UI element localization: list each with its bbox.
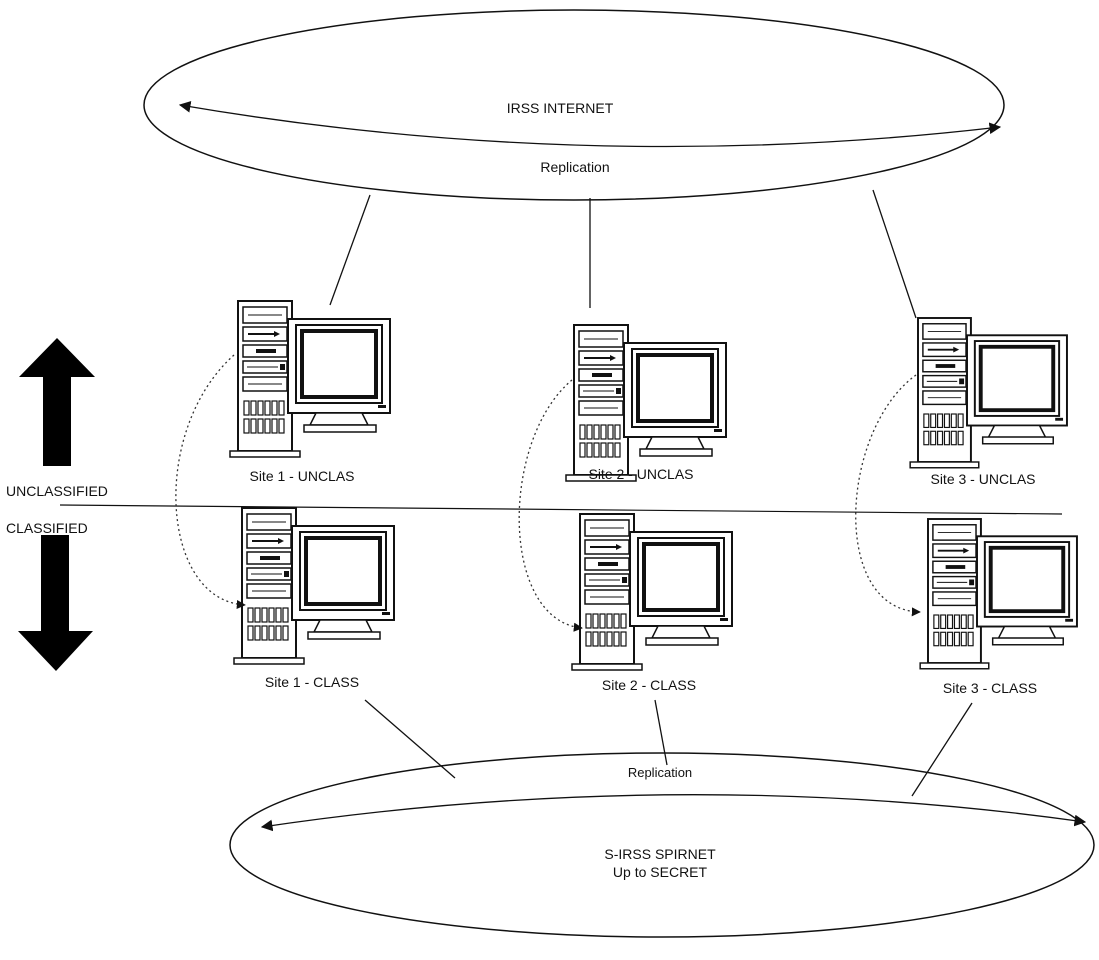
bottom-network-label-line2: Up to SECRET [612,864,708,880]
classified-zone-label: CLASSIFIED [6,520,88,536]
bottom-network-label-line1: S-IRSS SPIRNET [604,846,716,862]
top-replication-label: Replication [540,159,610,175]
link-site1-class [364,699,456,779]
link-site3-class [911,702,973,797]
site3-unclas-label: Site 3 - UNCLAS [930,471,1036,487]
site1-unclas-label: Site 1 - UNCLAS [249,468,355,484]
dotted-arrow-site1 [175,354,246,610]
bottom-replication-arrow [260,794,1087,832]
computer-icon-site2-unclas [564,323,728,483]
unclassified-zone-label: UNCLASSIFIED [6,483,108,499]
computer-icon-site3-class [918,517,1079,671]
top-network-label: IRSS INTERNET [506,100,614,116]
classification-divider [59,504,1063,515]
dotted-arrow-site2 [518,379,583,632]
top-network-ellipse [143,9,1005,201]
link-site3-unclas [872,189,917,319]
computer-icon-site2-class [570,512,734,672]
bottom-network-ellipse [229,752,1095,938]
computer-icon-site1-class [232,506,396,666]
link-site1-unclas [329,194,371,306]
site3-class-label: Site 3 - CLASS [942,680,1038,696]
up-arrow-icon [19,338,95,466]
site2-class-label: Site 2 - CLASS [601,677,697,693]
computer-icon-site3-unclas [908,316,1069,470]
site2-unclas-label: Site 2 - UNCLAS [588,466,694,482]
site1-class-label: Site 1 - CLASS [264,674,360,690]
link-site2-class [654,699,668,766]
down-arrow-icon [18,535,93,671]
top-replication-arrow [178,101,1002,148]
bottom-replication-label: Replication [627,765,693,780]
dotted-arrow-site3 [855,374,921,617]
computer-icon-site1-unclas [228,299,392,459]
